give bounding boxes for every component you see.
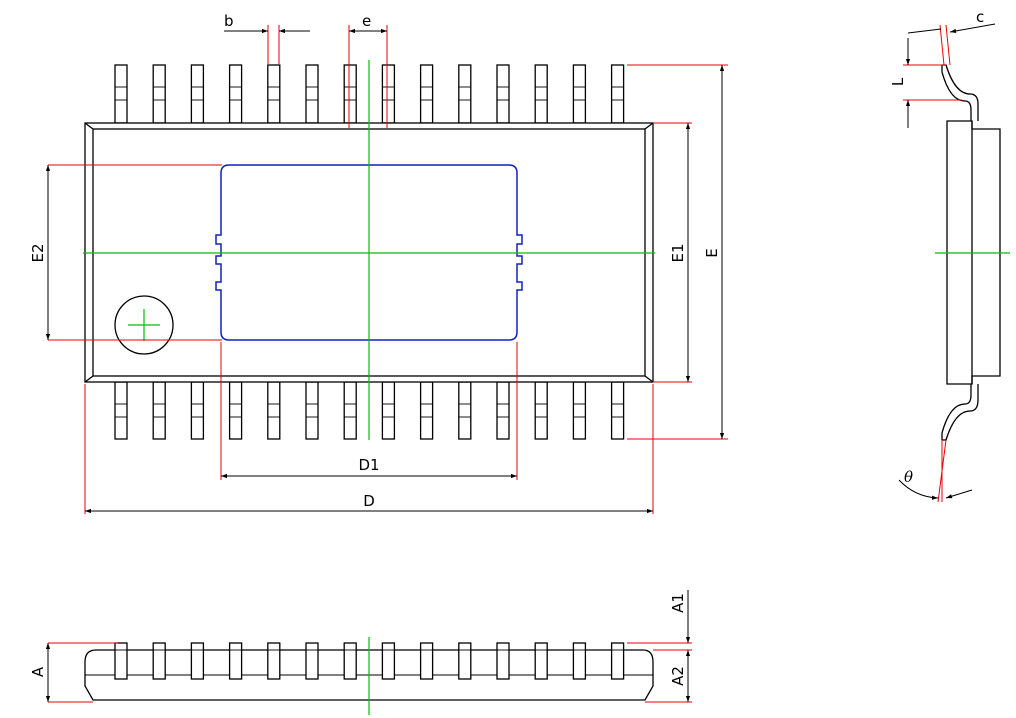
pin1-indicator-circle bbox=[114, 295, 174, 355]
bottom-pin bbox=[228, 381, 243, 440]
front-pin bbox=[305, 642, 319, 680]
dim-theta-lines bbox=[937, 439, 947, 503]
front-pin bbox=[572, 642, 587, 680]
bottom-pin bbox=[496, 381, 510, 440]
dim-theta-arrow-right bbox=[945, 489, 973, 499]
side-view-lower-lead bbox=[941, 384, 979, 441]
front-dimension-extensions bbox=[48, 642, 692, 703]
label-d: D bbox=[363, 492, 375, 510]
bottom-pin bbox=[419, 381, 434, 440]
front-pin bbox=[267, 642, 281, 680]
front-pin bbox=[496, 642, 510, 680]
dim-theta-arc bbox=[898, 479, 939, 500]
dim-c-stub bbox=[907, 28, 942, 34]
front-pin bbox=[610, 642, 625, 680]
top-pin bbox=[114, 64, 128, 124]
front-pin bbox=[534, 642, 548, 680]
front-pin bbox=[190, 642, 205, 680]
front-pin bbox=[343, 642, 357, 680]
bottom-pin bbox=[381, 381, 396, 440]
label-d1: D1 bbox=[358, 456, 379, 474]
top-pin bbox=[534, 64, 548, 124]
bottom-pin bbox=[343, 381, 357, 440]
top-view-centerlines bbox=[83, 60, 655, 440]
label-c: c bbox=[976, 8, 984, 26]
bottom-pin bbox=[267, 381, 281, 440]
side-view-upper-lead bbox=[941, 64, 979, 121]
top-pin bbox=[267, 64, 281, 124]
label-e: e bbox=[362, 12, 371, 30]
bottom-pin bbox=[458, 381, 472, 440]
label-a: A bbox=[29, 666, 47, 677]
top-pin bbox=[496, 64, 510, 124]
side-view: c L θ bbox=[889, 8, 1010, 503]
dimension-lines bbox=[45, 28, 725, 514]
dim-c-arrow bbox=[949, 23, 996, 34]
top-pin bbox=[190, 64, 205, 124]
exposed-pad-outline bbox=[215, 164, 523, 341]
top-pin bbox=[343, 64, 357, 124]
bottom-pin bbox=[572, 381, 587, 440]
top-pin bbox=[152, 64, 166, 124]
label-e-overall: E bbox=[703, 248, 721, 257]
front-view: A A1 A2 bbox=[29, 590, 692, 715]
label-e2: E2 bbox=[29, 243, 47, 262]
bottom-pin bbox=[534, 381, 548, 440]
top-pin bbox=[305, 64, 319, 124]
label-theta: θ bbox=[904, 468, 913, 486]
front-view-pin-row bbox=[114, 642, 625, 680]
top-pin bbox=[572, 64, 587, 124]
top-pin bbox=[610, 64, 625, 124]
front-pin bbox=[114, 642, 128, 680]
front-pin bbox=[381, 642, 396, 680]
dim-l-extensions bbox=[903, 64, 962, 101]
front-pin bbox=[228, 642, 243, 680]
label-b: b bbox=[224, 12, 234, 30]
top-view: b e E2 E1 E D1 D bbox=[29, 12, 728, 514]
body-chamfer-lines bbox=[84, 122, 654, 383]
front-pin bbox=[152, 642, 166, 680]
bottom-pin bbox=[152, 381, 166, 440]
bottom-pin bbox=[305, 381, 319, 440]
label-a1: A1 bbox=[669, 593, 687, 613]
front-pin bbox=[458, 642, 472, 680]
top-pin bbox=[228, 64, 243, 124]
top-pin bbox=[419, 64, 434, 124]
bottom-pin bbox=[610, 381, 625, 440]
pin1-indicator-crosshair bbox=[128, 309, 160, 341]
label-a2: A2 bbox=[669, 666, 687, 686]
top-pin bbox=[458, 64, 472, 124]
bottom-pin bbox=[114, 381, 128, 440]
top-pin bbox=[381, 64, 396, 124]
front-pin bbox=[419, 642, 434, 680]
dimension-extension-lines bbox=[48, 25, 728, 514]
label-e1: E1 bbox=[669, 243, 687, 262]
label-l: L bbox=[889, 77, 907, 86]
dim-c-lines bbox=[939, 24, 951, 66]
bottom-pin bbox=[190, 381, 205, 440]
